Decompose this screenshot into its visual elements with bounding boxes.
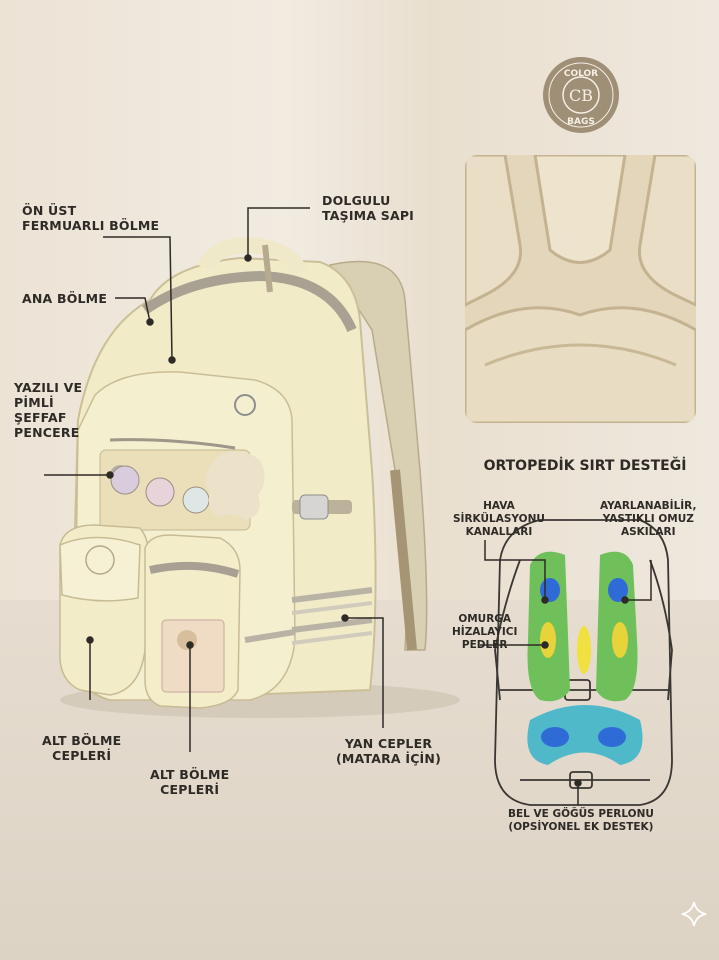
brand-logo: COLOR CB BAGS xyxy=(541,55,621,135)
brand-logo-line1: COLOR xyxy=(564,69,598,79)
label-chest-waist-strap: BEL VE GÖĞÜS PERLONU (OPSİYONEL EK DESTE… xyxy=(508,808,654,833)
label-padded-handle: DOLGULU TAŞIMA SAPI xyxy=(322,193,415,223)
label-side-pockets: YAN CEPLER (MATARA İÇİN) xyxy=(336,736,441,766)
back-padding-closeup xyxy=(465,155,696,423)
label-lower-pockets-center: ALT BÖLME CEPLERİ xyxy=(150,767,230,797)
sparkle-icon xyxy=(681,901,707,927)
label-spine-pads: OMURGA HİZALAYICI PEDLER xyxy=(452,613,518,651)
label-adjustable-straps: AYARLANABİLİR, YASTIKLI OMUZ ASKILARI xyxy=(600,500,697,538)
label-air-channels: HAVA SİRKÜLASYONU KANALLARI xyxy=(453,500,545,538)
label-main-compartment: ANA BÖLME xyxy=(22,291,108,306)
brand-logo-monogram: CB xyxy=(569,86,593,105)
diagram-heading: ORTOPEDİK SIRT DESTEĞİ xyxy=(483,458,687,474)
label-front-zip-compartment: ÖN ÜST FERMUARLI BÖLME xyxy=(22,203,160,233)
brand-logo-line2: BAGS xyxy=(567,117,595,127)
label-transparent-window: YAZILI VE PİMLİ ŞEFFAF PENCERE xyxy=(14,380,83,440)
label-lower-pockets-left: ALT BÖLME CEPLERİ xyxy=(42,733,122,763)
